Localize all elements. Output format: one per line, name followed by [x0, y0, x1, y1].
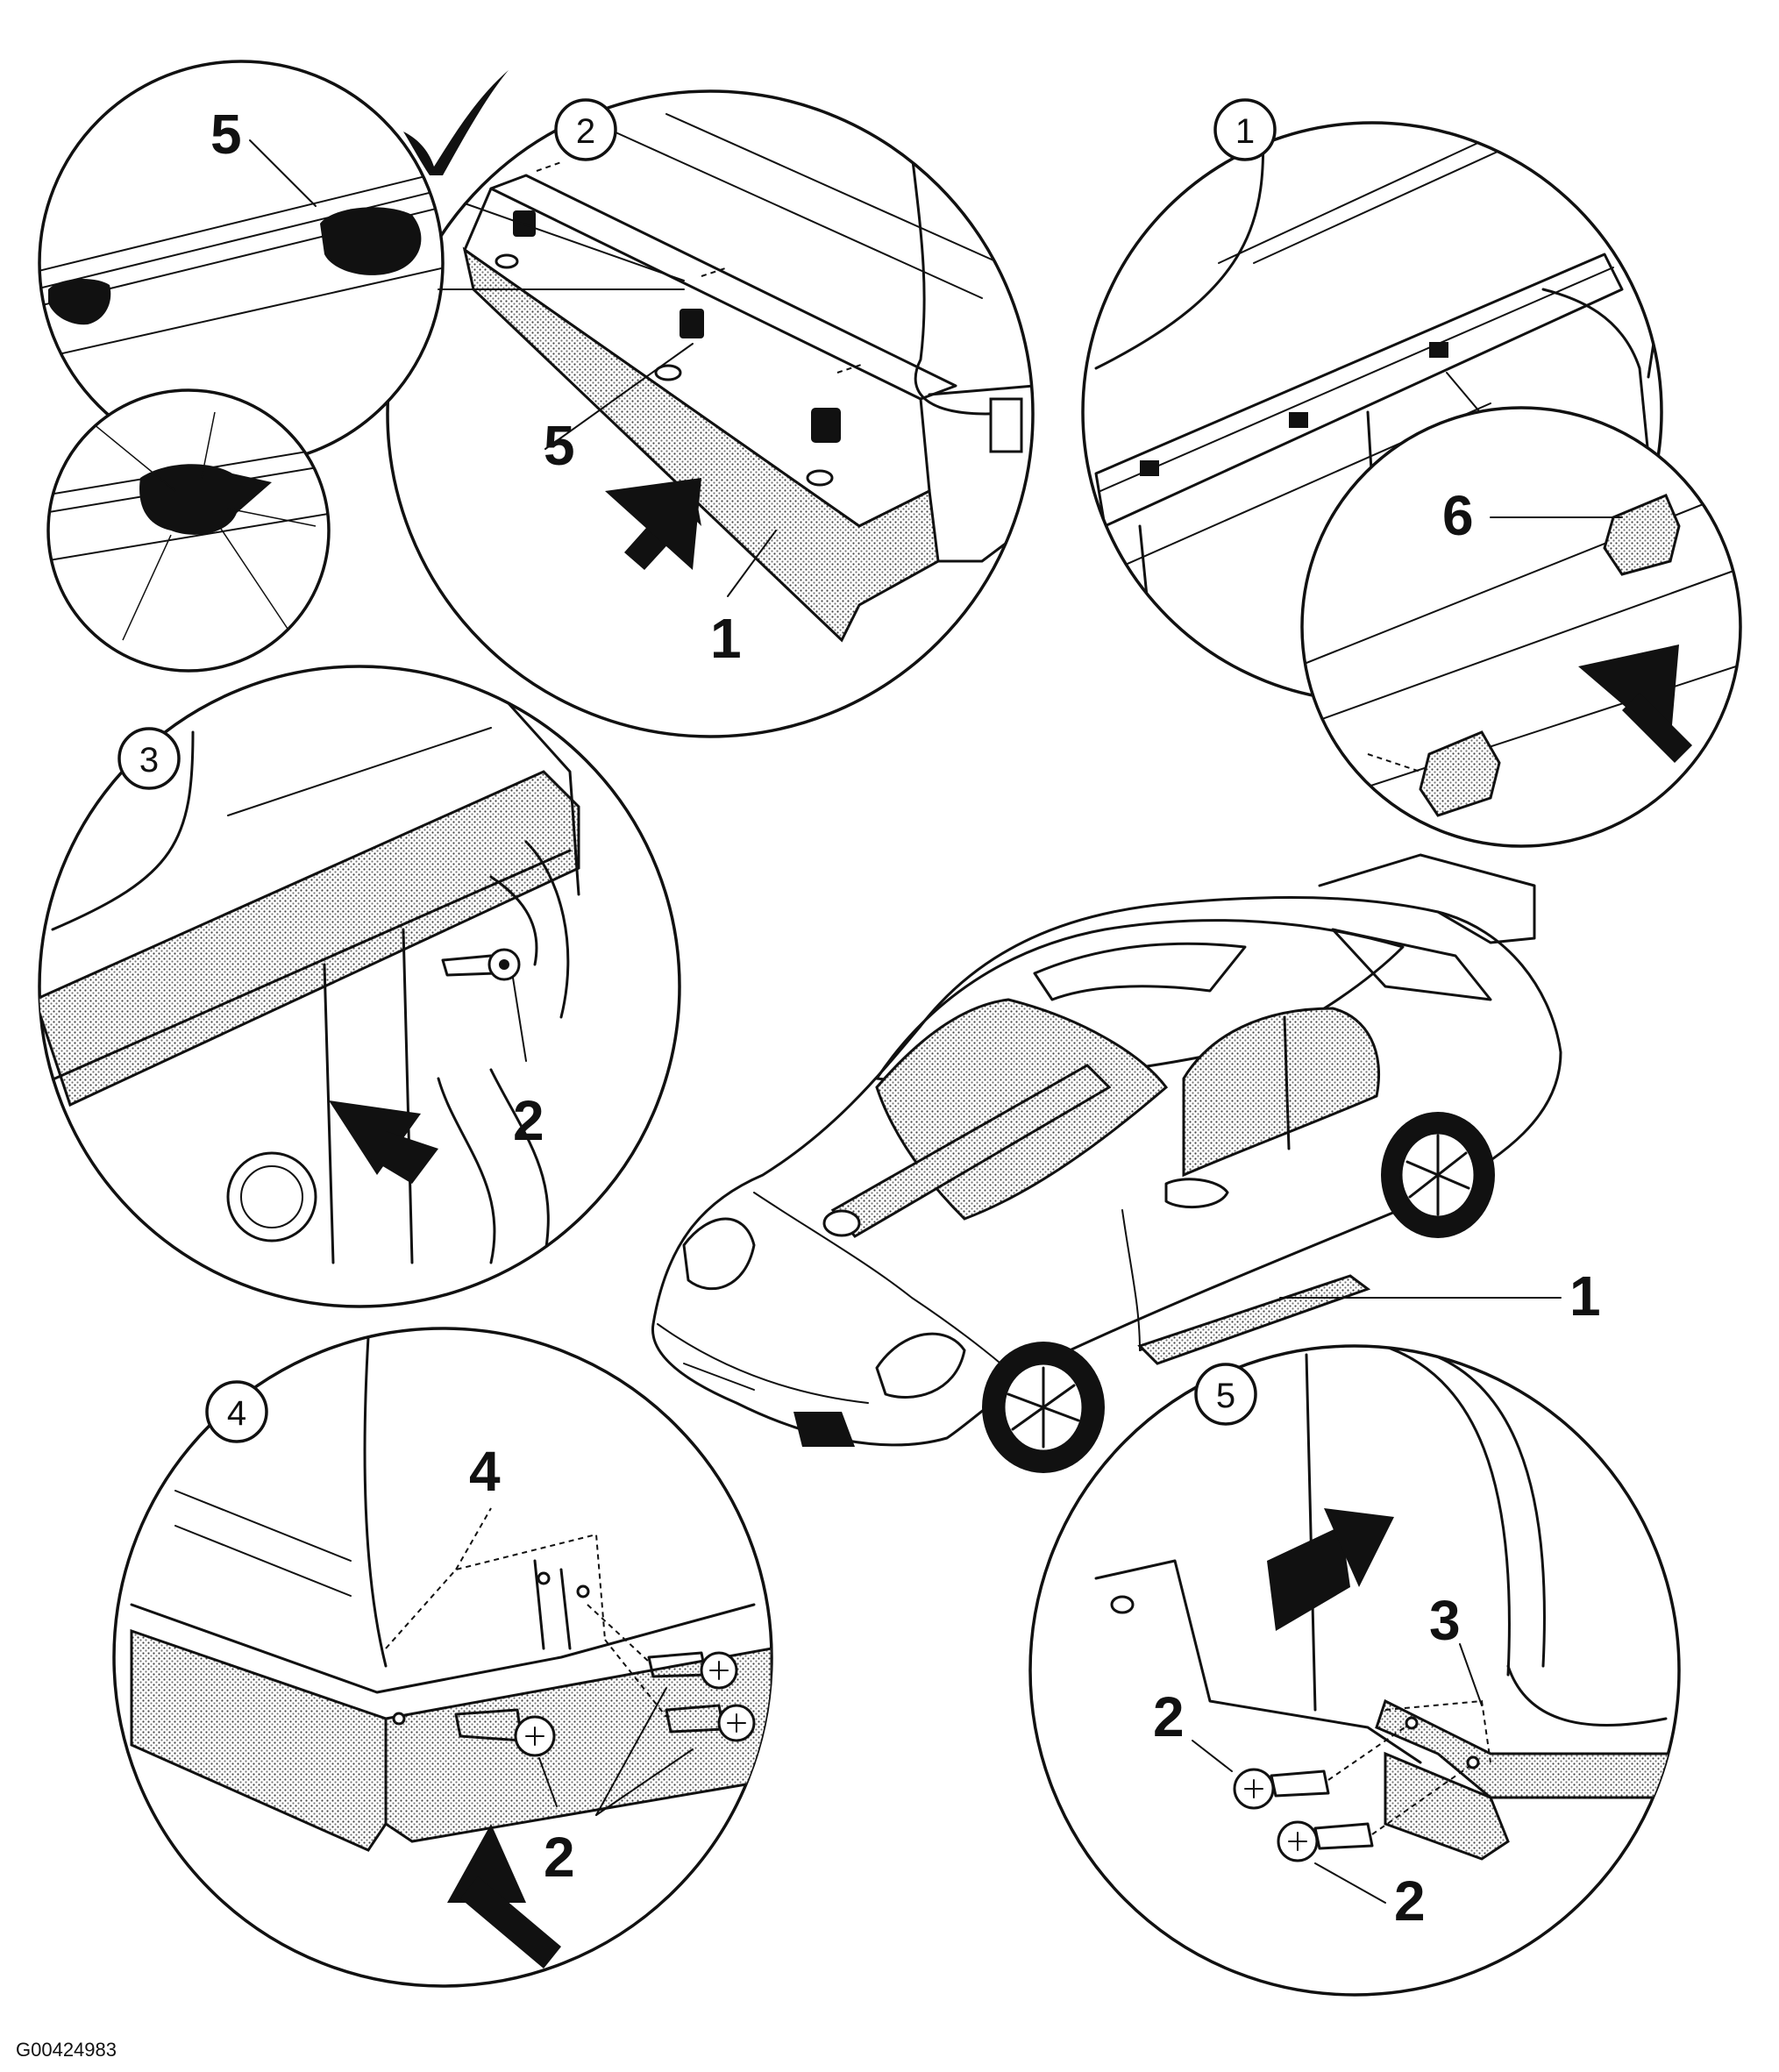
check-mark-icon — [403, 70, 509, 175]
step-number: 3 — [139, 741, 159, 780]
detail-3: 2 3 — [38, 665, 681, 1308]
callout-1: 1 — [1569, 1264, 1601, 1328]
car-overview: 1 — [651, 853, 1601, 1473]
callout-4: 4 — [469, 1440, 501, 1503]
clip-icon — [1140, 460, 1159, 476]
push-arrow-icon — [1267, 1508, 1394, 1631]
push-arrow-icon — [329, 1100, 438, 1184]
push-arrow-icon — [605, 478, 701, 570]
callout-2-a: 2 — [1153, 1685, 1185, 1748]
step-badge-5 — [1194, 1363, 1257, 1426]
callout-2: 2 — [544, 1826, 575, 1889]
detail-1-magnified: 6 — [1300, 406, 1742, 848]
clip-icon — [1429, 342, 1448, 358]
screw-icon — [665, 1704, 756, 1742]
rear-wheel — [1381, 1112, 1495, 1238]
clip-icon — [1289, 412, 1308, 428]
push-arrow-icon — [1578, 644, 1692, 763]
figure-id: G00424983 — [16, 2039, 117, 2061]
callout-6: 6 — [1442, 484, 1474, 547]
detail-clip-incorrect — [46, 388, 331, 673]
detail-5: 2 2 3 5 — [1028, 1344, 1681, 1997]
detail-2: 5 1 2 — [386, 89, 1035, 738]
step-badge-2 — [554, 98, 617, 161]
step-number: 4 — [227, 1394, 246, 1433]
detail-clip-correct: 5 — [38, 60, 685, 466]
step-badge-4 — [205, 1380, 268, 1443]
step-badge-1 — [1213, 98, 1277, 161]
front-wheel — [982, 1342, 1105, 1473]
step-badge-3 — [117, 727, 181, 790]
step-number: 5 — [1216, 1377, 1235, 1415]
screw-icon — [441, 948, 521, 981]
detail-4: 4 2 4 — [112, 1327, 773, 1988]
callout-1: 1 — [710, 607, 742, 670]
clip-icon — [806, 408, 841, 487]
callout-2: 2 — [513, 1089, 544, 1152]
callout-5-mid: 5 — [544, 414, 575, 477]
screw-icon — [454, 1708, 556, 1757]
screw-icon — [1233, 1768, 1330, 1810]
screw-icon — [1277, 1820, 1374, 1862]
callout-2-b: 2 — [1394, 1869, 1426, 1933]
callout-3: 3 — [1429, 1589, 1461, 1652]
clip-icon — [654, 309, 704, 381]
detail-5-frame — [1028, 1344, 1681, 1997]
screw-icon — [647, 1651, 738, 1690]
push-arrow-icon — [447, 1824, 561, 1969]
step-number: 2 — [576, 112, 595, 151]
step-number: 1 — [1235, 112, 1255, 151]
callout-5-top: 5 — [210, 103, 242, 166]
